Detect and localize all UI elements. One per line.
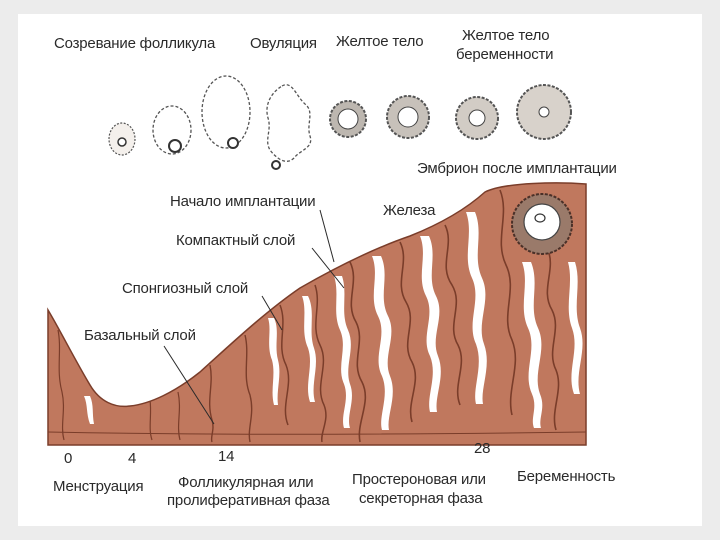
label-embryo-after-implantation: Эмбрион после имплантации [417,160,617,177]
label-gland: Железа [383,202,435,219]
corpus-luteum-1 [330,101,366,137]
day-tick-0: 0 [64,450,72,467]
label-ovulation: Овуляция [250,35,317,52]
phase-follicular-line1: Фолликулярная или [178,474,313,491]
day-tick-14: 14 [218,448,234,465]
day-tick-4: 4 [128,450,136,467]
ovulation-follicle [267,85,311,169]
endometrium [48,183,586,445]
label-corpus-luteum: Желтое тело [336,33,423,50]
phase-pregnancy: Беременность [517,468,615,485]
label-corpus-luteum-pregnancy-line1: Желтое тело [462,27,549,44]
phase-menstruation: Менструация [53,478,143,495]
phase-progesterone-line2: секреторная фаза [359,490,482,507]
day-tick-28: 28 [474,440,490,457]
implanted-embryo [512,194,572,254]
follicle-stage-2 [153,106,191,154]
phase-progesterone-line1: Простероновая или [352,471,486,488]
label-implantation-start: Начало имплантации [170,193,315,210]
phase-follicular-line2: пролиферативная фаза [167,492,330,509]
label-follicle-maturation: Созревание фолликула [54,35,215,52]
label-corpus-luteum-pregnancy-line2: беременности [456,46,553,63]
follicle-stage-3 [202,76,250,148]
label-compact-layer: Компактный слой [176,232,295,249]
label-basal-layer: Базальный слой [84,327,196,344]
corpus-luteum-2 [387,96,429,138]
corpus-luteum-pregnancy-2 [517,85,571,139]
follicle-stage-1 [109,123,135,155]
label-spongy-layer: Спонгиозный слой [122,280,248,297]
corpus-luteum-pregnancy-1 [456,97,498,139]
